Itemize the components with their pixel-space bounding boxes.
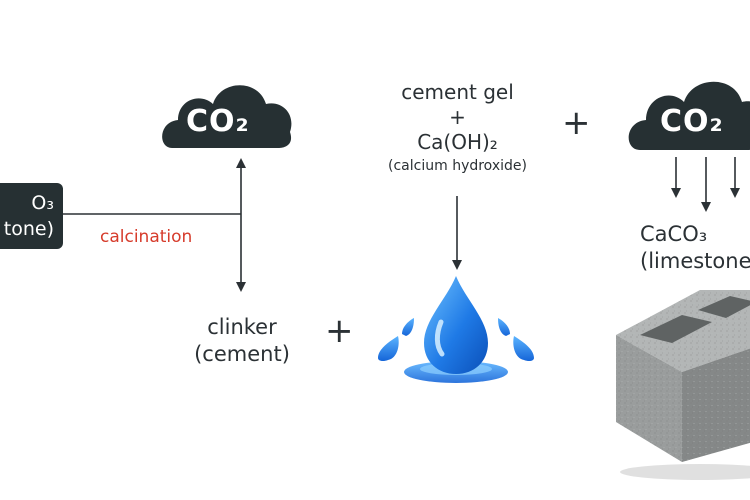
limestone-box-line2: tone) [3,218,54,240]
cement-gel-label: cement gel [401,80,514,104]
clinker-line2: (cement) [194,342,290,366]
cloud-icon [162,85,292,148]
caco3-limestone-label: (limestone) [640,249,750,273]
co2-label-right: CO₂ [660,104,724,139]
calcination-label: calcination [100,227,193,247]
clinker-label: clinker (cement) [178,314,306,368]
plus-sign-clinker-water: + [325,311,354,351]
caco3-limestone-group: CaCO₃ (limestone) [640,221,750,275]
cement-gel-group: cement gel + Ca(OH)₂ (calcium hydroxide) [365,80,550,177]
co2-label-left: CO₂ [186,104,250,139]
calcium-hydroxide-formula: Ca(OH)₂ [417,130,498,154]
cement-gel-plus: + [449,105,466,129]
caco3-formula: CaCO₃ [640,222,708,246]
limestone-box: O₃ tone) [0,183,63,249]
calcium-hydroxide-label: (calcium hydroxide) [388,158,527,174]
cloud-icon [628,81,750,150]
clinker-line1: clinker [207,315,277,339]
limestone-box-line1: O₃ [31,192,54,214]
water-drop-icon [378,276,534,383]
concrete-block-icon [616,290,750,480]
plus-sign-gel-co2: + [562,103,591,143]
